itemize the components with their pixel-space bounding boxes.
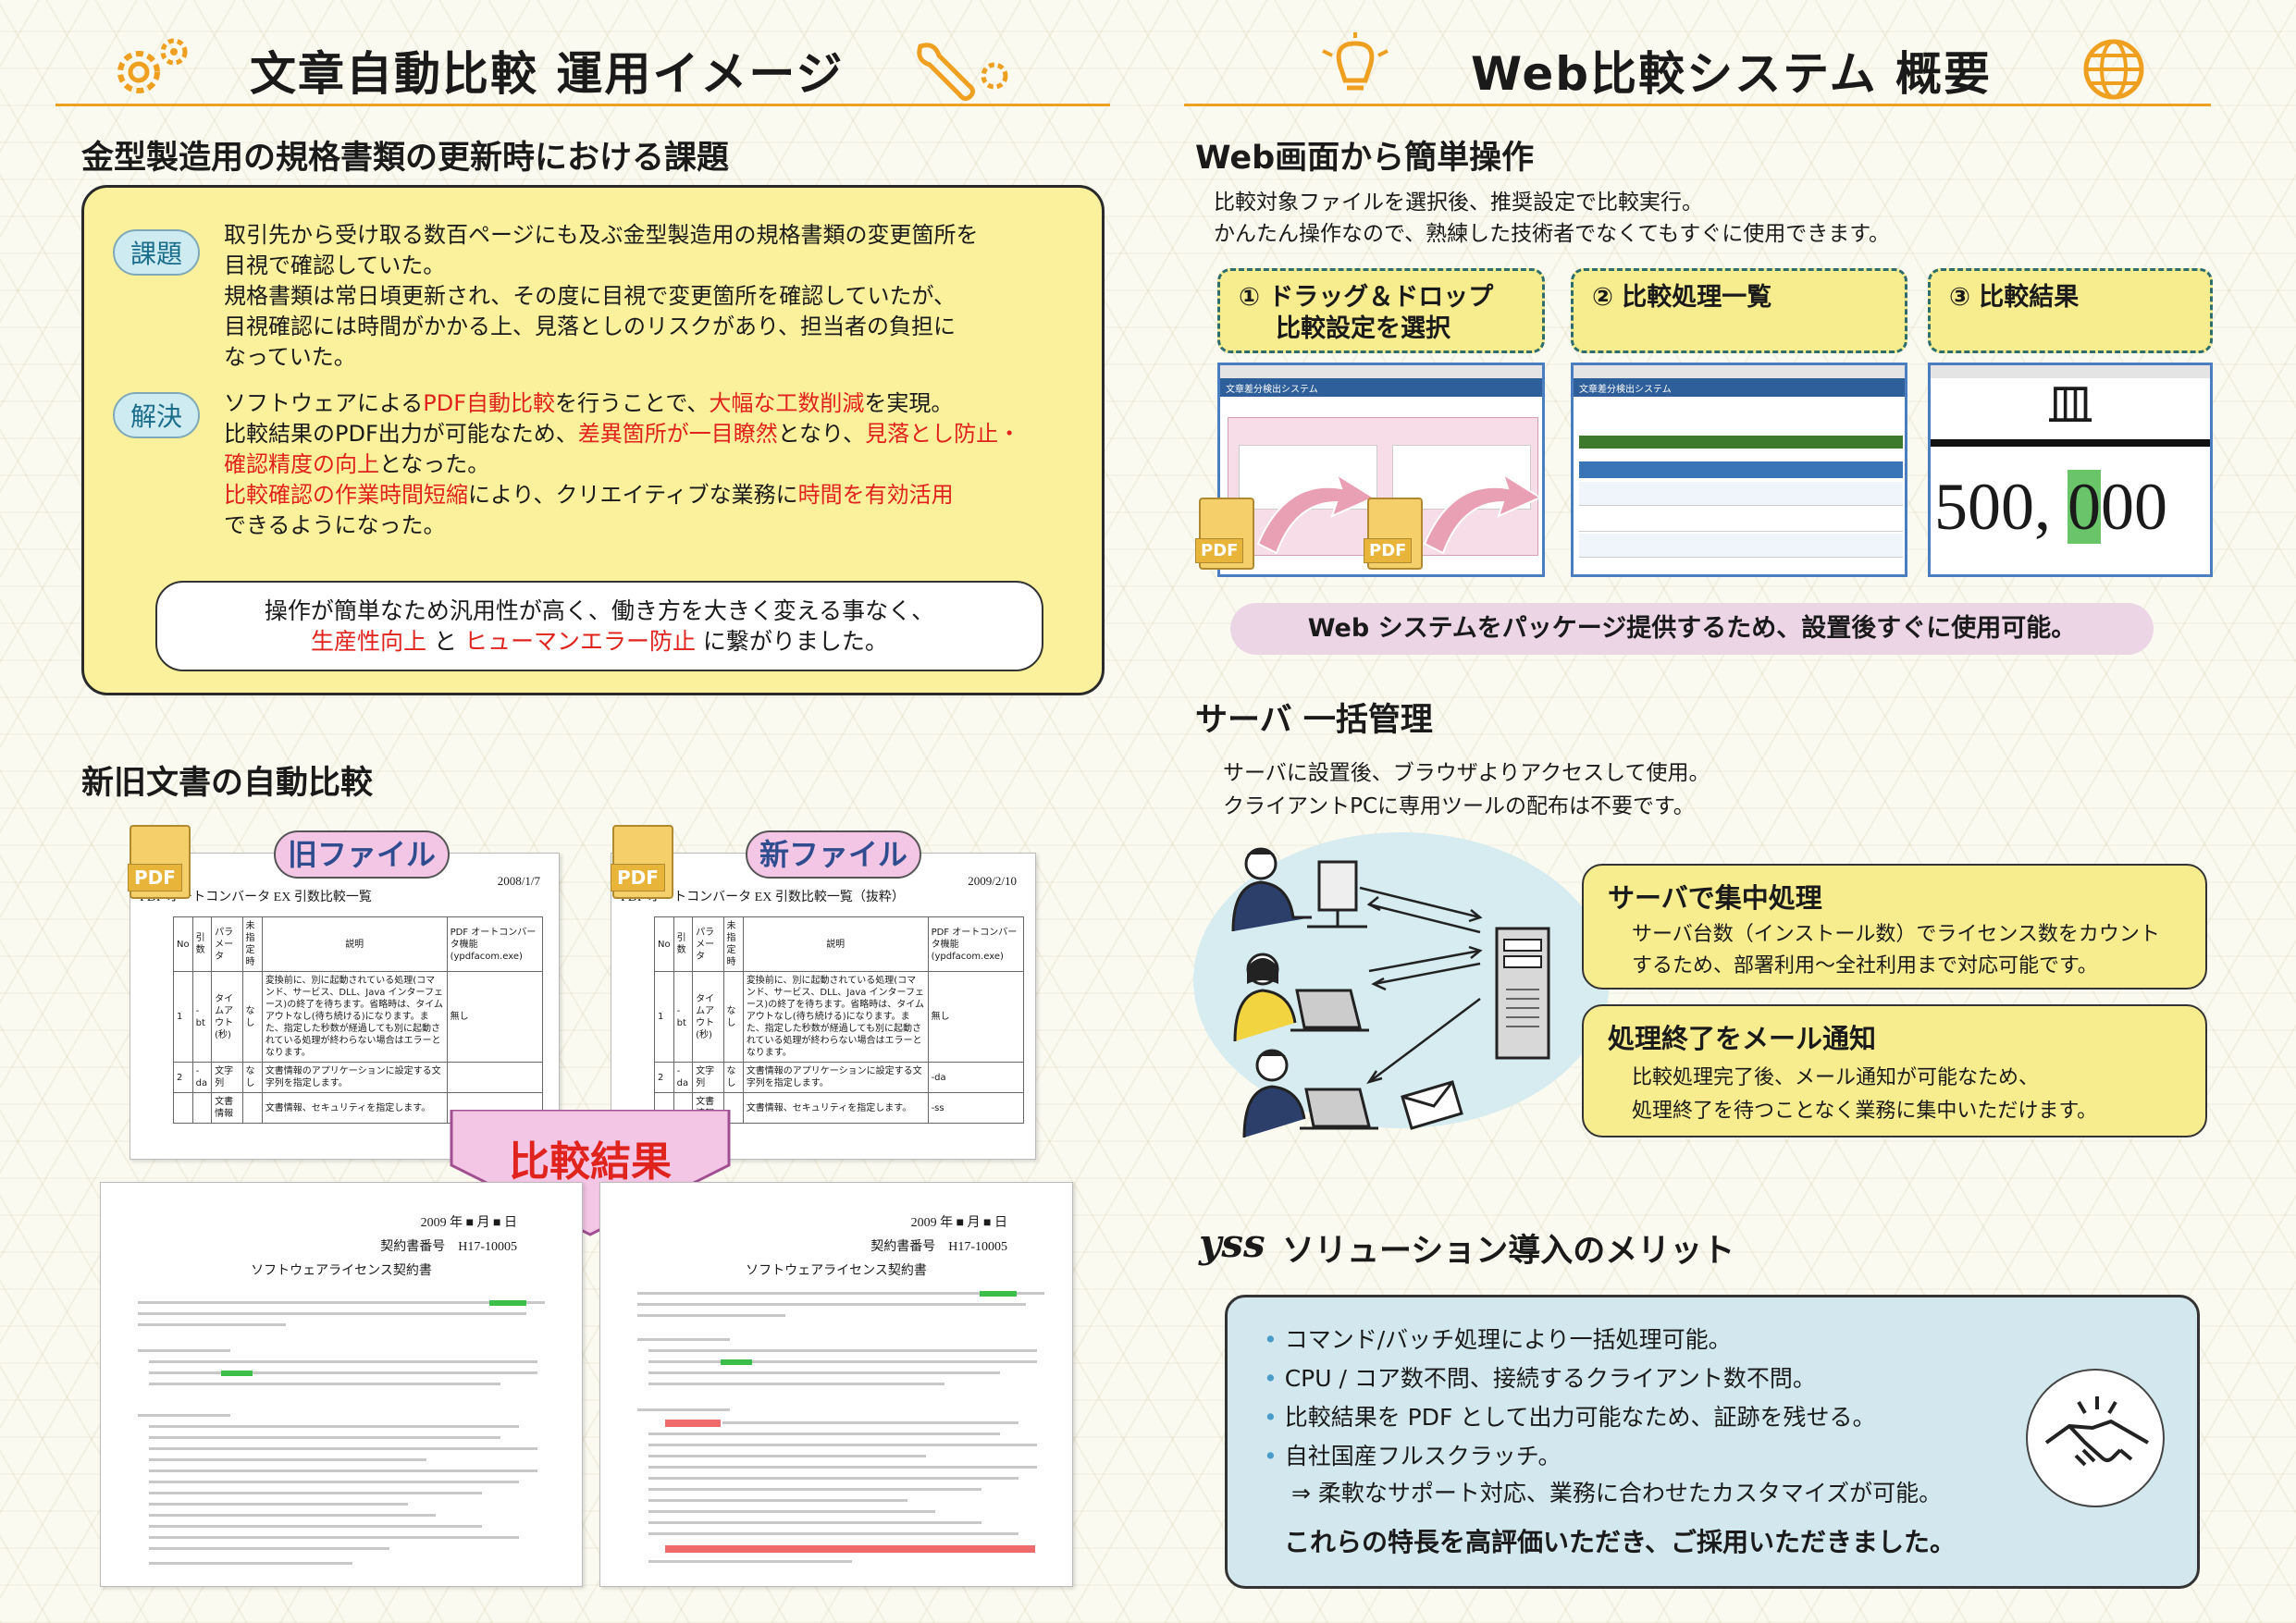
user-at-laptop-icon bbox=[1230, 949, 1378, 1051]
issue-heading: 金型製造用の規格書類の更新時における課題 bbox=[81, 140, 730, 177]
step-drag-drop: ① ドラッグ＆ドロップ比較設定を選択 bbox=[1217, 268, 1545, 353]
callout-mail-notification: 処理終了をメール通知 比較処理完了後、メール通知が可能なため、処理終了を待つこと… bbox=[1582, 1004, 2207, 1137]
result-summary: 操作が簡単なため汎用性が高く、働き方を大きく変える事なく、 生産性向上 と ヒュ… bbox=[155, 581, 1043, 671]
server-heading: サーバ 一括管理 bbox=[1195, 702, 1433, 739]
header-rule-left bbox=[56, 104, 1110, 106]
server-description: サーバに設置後、ブラウザよりアクセスして使用。クライアントPCに専用ツールの配布… bbox=[1223, 761, 1710, 818]
merit-item: CPU / コア数不問、接続するクライアント数不問。 bbox=[1264, 1359, 2041, 1398]
kaiketsu-badge: 解決 bbox=[113, 392, 200, 438]
page-title-left: 文章自動比較 運用イメージ bbox=[250, 47, 845, 101]
app-title: 文章差分検出システム bbox=[1574, 378, 1905, 397]
callout-title: 処理終了をメール通知 bbox=[1608, 1023, 1877, 1054]
step-process-list: ② 比較処理一覧 bbox=[1571, 268, 1907, 353]
wrench-icon bbox=[911, 37, 1013, 102]
gear-icon bbox=[109, 35, 192, 100]
merit-closing: これらの特長を高評価いただき、ご採用いただきました。 bbox=[1284, 1527, 1957, 1557]
header-rule-right bbox=[1184, 104, 2211, 106]
doc-title: ソフトウェアライセンス契約書 bbox=[746, 1264, 927, 1278]
result-document-old: 2009 年 ■ 月 ■ 日 契約書番号 H17-10005 ソフトウェアライセ… bbox=[100, 1182, 583, 1587]
result-number: 500, 000 bbox=[1934, 470, 2167, 544]
user-at-desktop-icon bbox=[1219, 843, 1367, 945]
web-heading: Web画面から簡単操作 bbox=[1195, 140, 1535, 177]
package-banner: Web システムをパッケージ提供するため、設置後すぐに使用可能。 bbox=[1230, 603, 2154, 655]
drag-arrow-icon bbox=[1221, 442, 1545, 572]
merit-heading: ソリューション導入のメリット bbox=[1282, 1233, 1735, 1270]
connection-arrows bbox=[1351, 860, 1499, 1091]
merit-list: コマンド/バッチ処理により一括処理可能。 CPU / コア数不問、接続するクライ… bbox=[1264, 1321, 2041, 1511]
lightbulb-icon bbox=[1314, 32, 1397, 102]
kadai-line: 取引先から受け取る数百ページにも及ぶ金型製造用の規格書類の変更箇所を bbox=[224, 222, 979, 248]
kadai-line: なっていた。 bbox=[224, 344, 356, 370]
kadai-line: 規格書類は常日頃更新され、その度に目視で変更箇所を確認していたが、 bbox=[224, 283, 957, 309]
doc-date: 2009 年 ■ 月 ■ 日 bbox=[910, 1216, 1007, 1230]
kadai-text: 取引先から受け取る数百ページにも及ぶ金型製造用の規格書類の変更箇所を 目視で確認… bbox=[224, 220, 1075, 373]
kadai-badge: 課題 bbox=[113, 229, 200, 276]
pdf-file-icon: PDF bbox=[1195, 498, 1254, 570]
app-title: 文章差分検出システム bbox=[1220, 378, 1542, 397]
new-date: 2009/2/10 bbox=[968, 874, 1017, 888]
merit-item: 自社国産フルスクラッチ。 bbox=[1264, 1437, 2041, 1476]
yss-logo: yss bbox=[1199, 1221, 1265, 1266]
old-title: PDF オートコンバータ EX 引数比較一覧 bbox=[140, 891, 372, 904]
merit-item: コマンド/バッチ処理により一括処理可能。 bbox=[1264, 1321, 2041, 1359]
screenshot-result: 皿 500, 000 bbox=[1928, 363, 2213, 577]
kadai-line: 目視確認には時間がかかる上、見落としのリスクがあり、担当者の負担に bbox=[224, 314, 957, 339]
pdf-file-icon: PDF bbox=[1364, 498, 1423, 570]
result-glyph: 皿 bbox=[2047, 379, 2093, 431]
step-result: ③ 比較結果 bbox=[1928, 268, 2213, 353]
callout-text: 比較処理完了後、メール通知が可能なため、処理終了を待つことなく業務に集中いただけ… bbox=[1632, 1066, 2098, 1123]
web-description: 比較対象ファイルを選択後、推奨設定で比較実行。かんたん操作なので、熟練した技術者… bbox=[1214, 191, 1890, 246]
server-icon bbox=[1489, 925, 1556, 1064]
callout-title: サーバで集中処理 bbox=[1608, 882, 1822, 914]
doc-number: 契約書番号 H17-10005 bbox=[380, 1240, 517, 1254]
new-title: PDF オートコンバータ EX 引数比較一覧（抜粋） bbox=[621, 891, 905, 904]
kadai-line: 目視で確認していた。 bbox=[224, 252, 446, 278]
merit-item: 比較結果を PDF として出力可能なため、証跡を残せる。 bbox=[1264, 1398, 2041, 1437]
callout-text: サーバ台数（インストール数）でライセンス数をカウントするため、部署利用〜全社利用… bbox=[1632, 923, 2160, 977]
merit-subitem: ⇒ 柔軟なサポート対応、業務に合わせたカスタマイズが可能。 bbox=[1291, 1480, 1943, 1506]
compare-result-label: 比較結果 bbox=[509, 1138, 672, 1186]
compare-heading: 新旧文書の自動比較 bbox=[81, 765, 374, 802]
old-file-label: 旧ファイル bbox=[274, 830, 450, 879]
old-date: 2008/1/7 bbox=[497, 874, 540, 888]
solution-text: ソフトウェアによるPDF自動比較を行うことで、大幅な工数削減を実現。 比較結果の… bbox=[224, 390, 1021, 538]
page-title-right: Web比較システム 概要 bbox=[1471, 47, 1992, 101]
pdf-file-icon: PDF bbox=[611, 825, 673, 899]
doc-date: 2009 年 ■ 月 ■ 日 bbox=[420, 1216, 517, 1230]
new-file-label: 新ファイル bbox=[746, 830, 921, 879]
mail-icon bbox=[1399, 1078, 1465, 1130]
user-at-laptop-icon bbox=[1230, 1045, 1388, 1147]
globe-icon bbox=[2081, 37, 2146, 102]
screenshot-process-list: 文章差分検出システム bbox=[1571, 363, 1907, 577]
doc-title: ソフトウェアライセンス契約書 bbox=[251, 1264, 432, 1278]
result-document-new: 2009 年 ■ 月 ■ 日 契約書番号 H17-10005 ソフトウェアライセ… bbox=[599, 1182, 1073, 1587]
doc-number: 契約書番号 H17-10005 bbox=[870, 1240, 1007, 1254]
handshake-icon bbox=[2026, 1369, 2165, 1507]
pdf-file-icon: PDF bbox=[128, 825, 191, 899]
callout-central-processing: サーバで集中処理 サーバ台数（インストール数）でライセンス数をカウントするため、… bbox=[1582, 864, 2207, 990]
